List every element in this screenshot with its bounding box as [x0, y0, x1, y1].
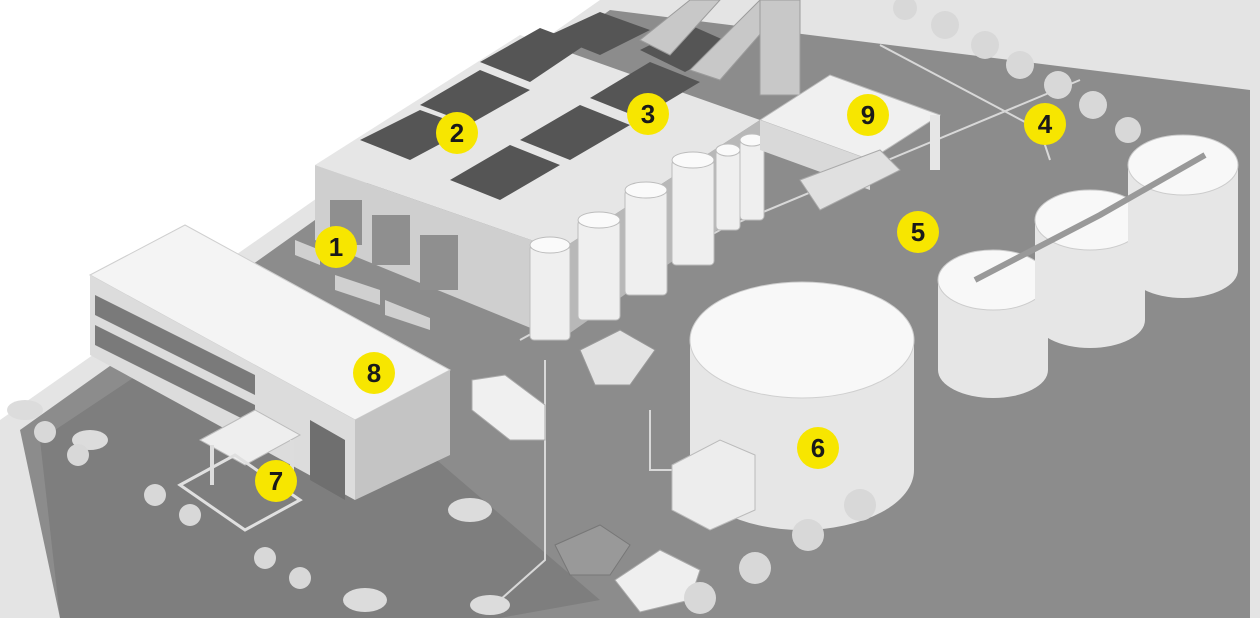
conveyor-structure	[639, 0, 801, 96]
marker-circle	[315, 226, 357, 268]
marker-circle	[1024, 103, 1066, 145]
large-storage-tank	[671, 281, 915, 531]
marker-number: 2	[450, 118, 464, 148]
marker-number: 8	[367, 358, 381, 388]
vehicles	[7, 329, 701, 615]
marker-7: 7	[255, 460, 297, 502]
marker-number: 5	[911, 217, 925, 247]
marker-circle	[847, 94, 889, 136]
marker-number: 1	[329, 232, 343, 262]
tank-cluster	[937, 134, 1239, 398]
marker-number: 7	[269, 466, 283, 496]
marker-number: 6	[811, 433, 825, 463]
solar-panels	[360, 12, 735, 200]
marker-circle	[436, 112, 478, 154]
marker-number: 3	[641, 99, 655, 129]
marker-circle	[255, 460, 297, 502]
marker-2: 2	[436, 112, 478, 154]
marker-circle	[627, 93, 669, 135]
marker-circle	[897, 211, 939, 253]
marker-4: 4	[1024, 103, 1066, 145]
trees	[34, 0, 1141, 614]
marker-8: 8	[353, 352, 395, 394]
marker-5: 5	[897, 211, 939, 253]
marker-circle	[797, 427, 839, 469]
marker-circle	[353, 352, 395, 394]
marker-9: 9	[847, 94, 889, 136]
small-silos	[529, 133, 765, 341]
marker-3: 3	[627, 93, 669, 135]
marker-1: 1	[315, 226, 357, 268]
entrance-canopy	[177, 409, 303, 532]
marker-number: 4	[1038, 109, 1053, 139]
marker-6: 6	[797, 427, 839, 469]
numbered-markers: 1 2 3 4 5 6 7 8 9	[255, 93, 1066, 502]
marker-number: 9	[861, 100, 875, 130]
